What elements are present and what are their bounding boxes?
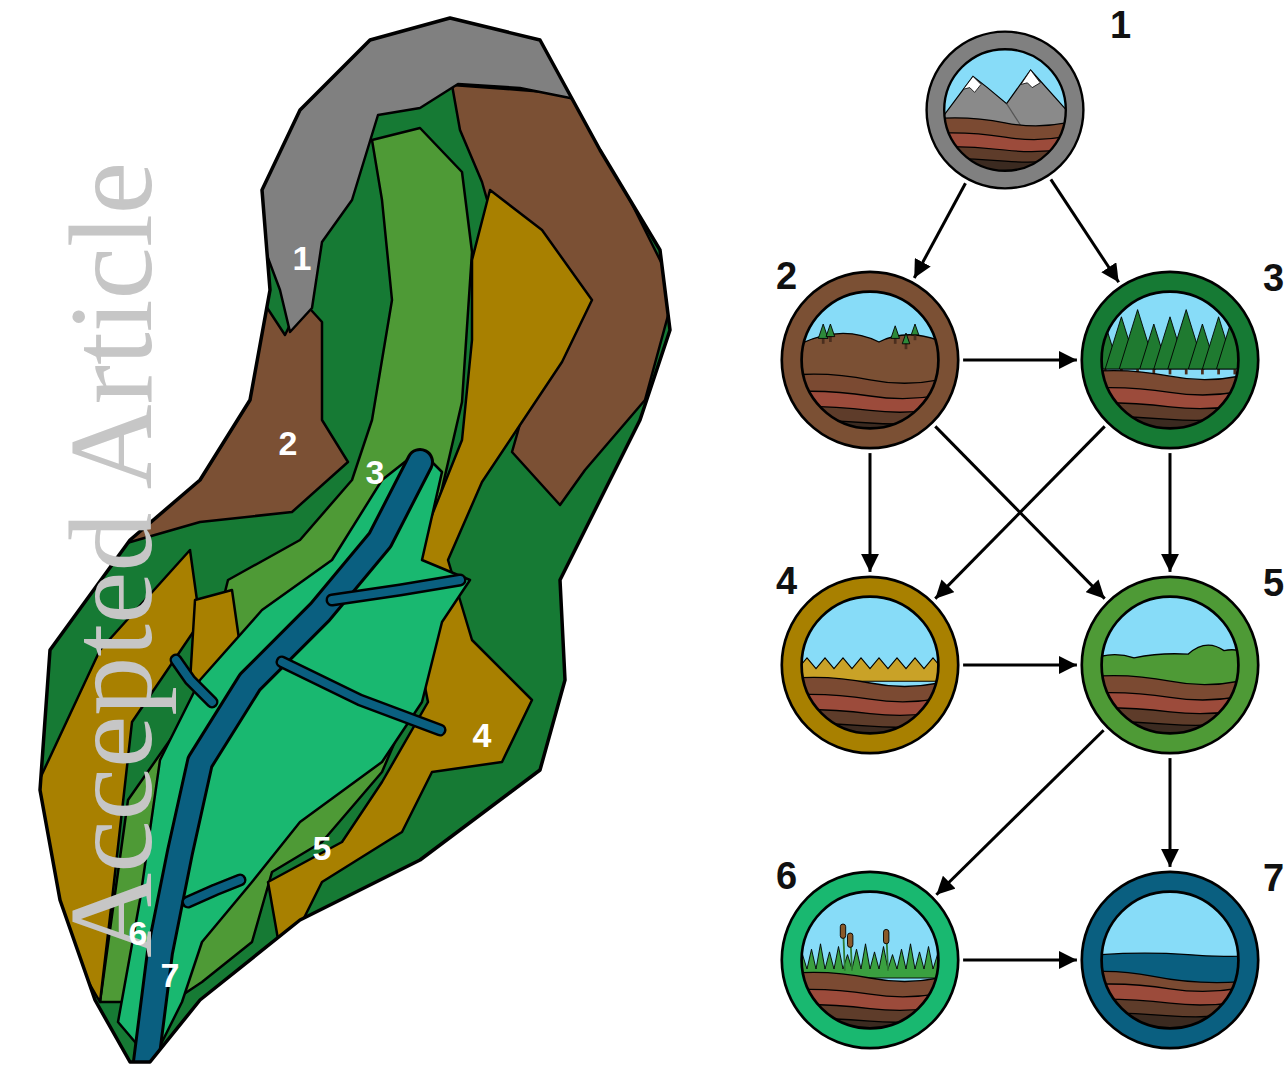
callout-number: 4 <box>473 718 492 752</box>
arrow-connector <box>963 359 1077 362</box>
map-outline <box>40 18 670 1062</box>
arrow-connector <box>935 426 1104 598</box>
callout-number: 5 <box>313 831 332 865</box>
river <box>145 462 460 1070</box>
stage-number: 4 <box>776 562 797 600</box>
landscape-icon <box>780 870 960 1050</box>
callout-number: 6 <box>129 916 148 950</box>
landscape-node: 2 <box>780 270 960 450</box>
arrow-connector <box>935 426 1104 598</box>
arrow-connector <box>914 183 965 278</box>
landscape-node: 3 <box>1080 270 1260 450</box>
callout-number: 3 <box>366 455 385 489</box>
arrow-connector <box>963 959 1077 962</box>
landscape-icon <box>1080 270 1260 450</box>
callout-number: 2 <box>279 426 298 460</box>
landscape-icon <box>780 575 960 755</box>
landscape-icon <box>1080 575 1260 755</box>
stage-number: 1 <box>1110 6 1131 44</box>
landscape-node: 6 <box>780 870 960 1050</box>
stage-number: 6 <box>776 857 797 895</box>
forest-region <box>0 0 700 1071</box>
landscape-icon <box>1080 870 1260 1050</box>
callout-number: 1 <box>293 241 312 275</box>
landscape-node: 7 <box>1080 870 1260 1050</box>
stage-number: 3 <box>1263 259 1284 297</box>
stage-number: 2 <box>776 257 797 295</box>
stage-number: 5 <box>1263 564 1284 602</box>
stage-number: 7 <box>1263 859 1284 897</box>
landscape-node: 4 <box>780 575 960 755</box>
landscape-icon <box>780 270 960 450</box>
arrow-connector <box>1169 453 1172 572</box>
arrow-connector <box>963 664 1077 667</box>
watermark: Accepted Article <box>53 162 171 958</box>
arrow-connector <box>1051 179 1119 282</box>
arrow-connector <box>1169 758 1172 867</box>
landscape-node: 1 <box>925 30 1085 190</box>
landscape-icon <box>925 30 1085 190</box>
callout-number: 7 <box>161 958 180 992</box>
arrow-connector <box>869 453 872 572</box>
arrow-connector <box>936 730 1103 894</box>
landscape-node: 5 <box>1080 575 1260 755</box>
